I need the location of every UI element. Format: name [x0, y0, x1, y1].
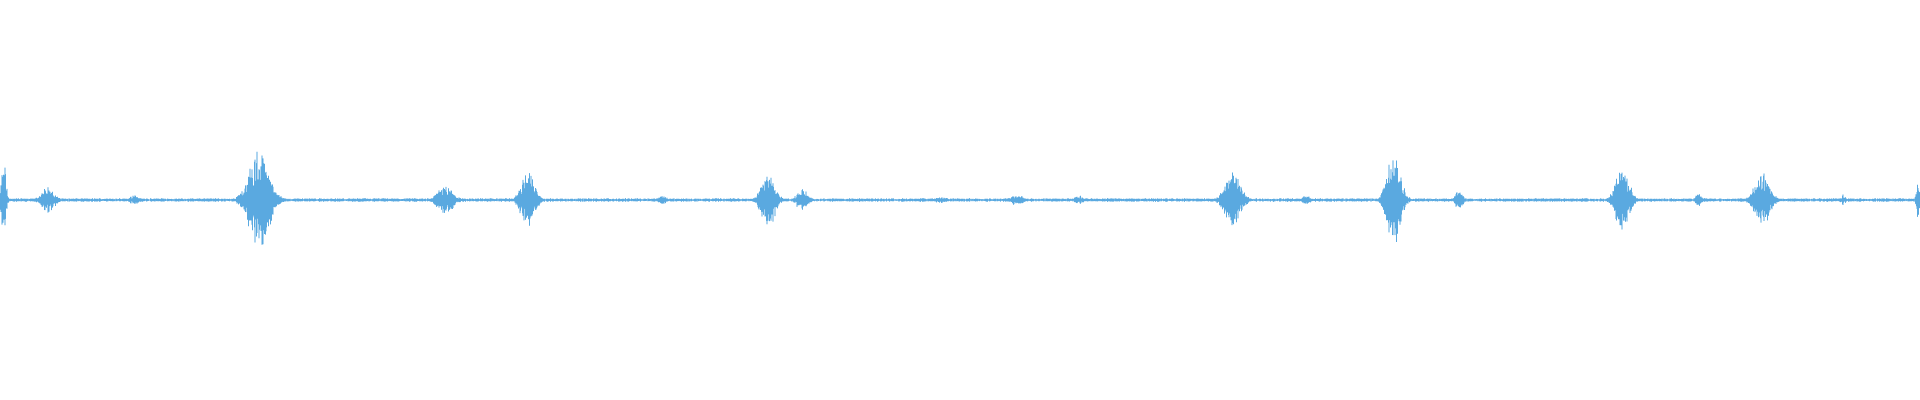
waveform-trace: [0, 151, 1920, 245]
